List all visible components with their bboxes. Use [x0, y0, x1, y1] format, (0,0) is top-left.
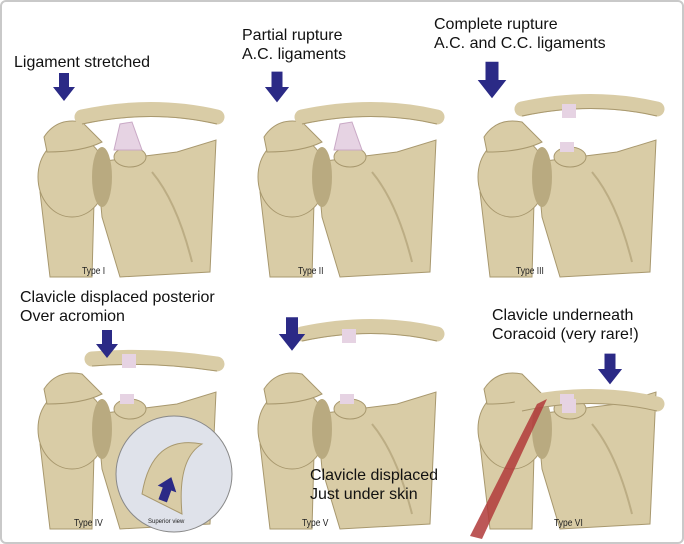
ruptured-ligament-upper — [122, 354, 136, 368]
caption-type-1: Ligament stretched — [14, 53, 150, 72]
clavicle — [84, 349, 225, 372]
clavicle — [514, 94, 665, 117]
acromion — [483, 120, 543, 153]
arrow-icon — [96, 330, 118, 358]
ruptured-ligament-lower — [560, 142, 574, 152]
biceps-tendon — [470, 399, 547, 539]
arrow-icon — [264, 71, 290, 103]
superior-view-inset — [115, 415, 233, 533]
ruptured-ligament-upper — [562, 399, 576, 413]
type-label-2: Type II — [298, 266, 324, 277]
clavicle — [514, 389, 665, 412]
caption-line: Ligament stretched — [14, 54, 151, 71]
caption-line: Clavicle displaced — [310, 467, 439, 484]
caption-line: Partial rupture — [242, 27, 343, 44]
arrow-icon — [477, 61, 507, 99]
arrow-shape — [96, 330, 118, 358]
caption-line: A.C. ligaments — [242, 46, 347, 63]
type-label-3: Type III — [516, 266, 544, 277]
clavicle-edge — [301, 116, 438, 125]
shoulder-panel-3 — [477, 61, 665, 278]
type-label-1: Type I — [82, 266, 106, 277]
acromion — [263, 120, 323, 153]
clavicle-edge — [301, 333, 438, 342]
inset-bones — [141, 442, 204, 515]
glenoid — [532, 147, 552, 207]
scapula-ridge — [591, 171, 633, 263]
arrow-icon — [157, 477, 177, 503]
caption-line: Clavicle displaced posterior — [20, 289, 215, 306]
arrow-shape — [597, 353, 623, 385]
caption-line: Coracoid (very rare!) — [492, 326, 639, 343]
shoulder-panel-6 — [470, 353, 665, 539]
shoulder-panel-5 — [257, 317, 445, 530]
clavicle — [74, 102, 225, 125]
type-label-4: Type IV — [74, 518, 103, 529]
type-label-5: Type V — [302, 518, 329, 529]
arrow-icon — [278, 317, 306, 351]
coracoclavicular-ligament — [333, 121, 363, 151]
clavicle-edge — [81, 116, 218, 125]
arrow-shape — [477, 61, 507, 99]
ruptured-ligament-upper — [342, 329, 356, 343]
acromion — [43, 120, 103, 153]
shoulder-panel-1 — [37, 73, 225, 278]
caption-line: Clavicle underneath — [492, 307, 634, 324]
arrow-icon — [53, 73, 75, 101]
ruptured-ligament-lower — [340, 394, 354, 404]
arrow-shape — [157, 477, 177, 503]
caption-line: Just under skin — [310, 486, 418, 503]
acromion — [43, 372, 103, 405]
arrow-icon — [597, 353, 623, 385]
arrow-shape — [53, 73, 75, 101]
caption-line: A.C. and C.C. ligaments — [434, 35, 606, 52]
scapula-ridge — [371, 171, 413, 263]
glenoid — [312, 147, 332, 207]
shoulder-panel-2 — [257, 71, 445, 278]
shoulder-panel-4 — [37, 330, 233, 533]
coracoclavicular-ligament — [113, 121, 143, 151]
glenoid — [92, 399, 112, 459]
superior-view-label: Superior view — [148, 519, 185, 525]
scapula-ridge — [591, 423, 633, 515]
type-label-6: Type VI — [554, 518, 583, 529]
clavicle — [294, 319, 445, 342]
ruptured-ligament-lower — [120, 394, 134, 404]
ruptured-ligament-upper — [562, 104, 576, 118]
caption-line: Complete rupture — [434, 16, 558, 33]
glenoid — [312, 399, 332, 459]
scapula-ridge — [371, 423, 413, 515]
glenoid — [92, 147, 112, 207]
caption-line: Over acromion — [20, 308, 125, 325]
arrow-shape — [278, 317, 306, 351]
clavicle-edge — [521, 108, 658, 117]
scapula-ridge — [151, 171, 193, 263]
arrow-shape — [264, 71, 290, 103]
acromion — [263, 372, 323, 405]
clavicle-edge — [91, 363, 218, 372]
clavicle — [294, 102, 445, 125]
